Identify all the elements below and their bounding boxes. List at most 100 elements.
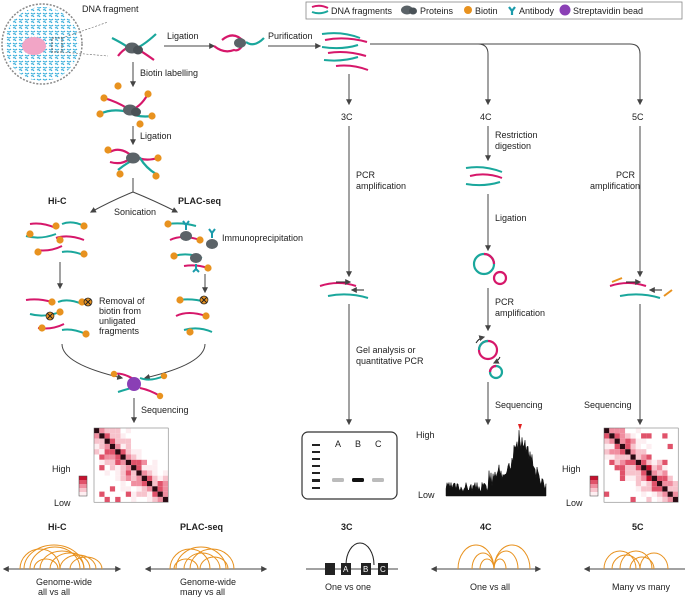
heatmap-cell bbox=[651, 443, 657, 450]
heatmap-cell bbox=[94, 486, 100, 492]
heatmap-cell bbox=[625, 443, 631, 450]
heatmap-cell bbox=[99, 465, 105, 471]
heatmap-cell bbox=[104, 428, 110, 434]
digested-fragments bbox=[465, 166, 503, 187]
heatmap-cell bbox=[651, 428, 657, 434]
heatmap-cell bbox=[152, 496, 158, 503]
heatmap-cell bbox=[641, 438, 647, 444]
pcr-4c-line2: amplification bbox=[495, 308, 545, 318]
heatmap-cell bbox=[662, 443, 668, 450]
heatmap-cell bbox=[104, 475, 110, 481]
heatmap-cell bbox=[672, 438, 679, 444]
heatmap-cell bbox=[120, 449, 126, 455]
heatmap-cell bbox=[646, 465, 652, 471]
bottom-hic-desc2: all vs all bbox=[38, 587, 70, 597]
heatmap-cell bbox=[667, 496, 673, 503]
bottom-hic-arcs bbox=[2, 544, 122, 572]
heatmap-cell bbox=[609, 459, 615, 466]
hic-label: Hi-C bbox=[48, 196, 67, 206]
heatmap-cell bbox=[646, 459, 652, 466]
heatmap-cell bbox=[630, 470, 636, 476]
heatmap-cell bbox=[147, 491, 153, 497]
heatmap-cell bbox=[635, 496, 642, 503]
heatmap-cell bbox=[609, 475, 615, 481]
heatmap-cell bbox=[630, 443, 636, 450]
pcr-5c-line1: PCR bbox=[616, 170, 636, 180]
heatmap-cell bbox=[157, 438, 163, 444]
heatmap-cell bbox=[125, 433, 132, 439]
heatmap-cell bbox=[635, 465, 642, 471]
heatmap-cell bbox=[672, 459, 679, 466]
heatmap-cell bbox=[147, 481, 153, 487]
circular-fragments bbox=[472, 252, 508, 286]
heatmap-cell bbox=[136, 481, 142, 487]
ligated-fragment bbox=[213, 34, 265, 53]
heatmap-cell bbox=[662, 459, 668, 466]
heatmap-cell bbox=[614, 481, 620, 487]
bottom-3c-box-c: C bbox=[380, 565, 386, 574]
heatmap-cell bbox=[157, 443, 163, 450]
heatmap-cell bbox=[641, 491, 647, 497]
heatmap-cell bbox=[672, 475, 679, 481]
heatmap-cell bbox=[630, 475, 636, 481]
c4-high-label: High bbox=[416, 430, 435, 440]
heatmap-cell bbox=[672, 443, 679, 450]
removal-line-3: unligated bbox=[99, 316, 136, 326]
heatmap-cell bbox=[162, 465, 169, 471]
heatmap-cell bbox=[141, 438, 147, 444]
heatmap-cell bbox=[99, 496, 105, 503]
heatmap-cell bbox=[651, 491, 657, 497]
heatmap-cell bbox=[115, 443, 121, 450]
heatmap-cell bbox=[94, 470, 100, 476]
heatmap-scale-right bbox=[589, 475, 599, 497]
heatmap-cell bbox=[162, 491, 169, 497]
heatmap-cell bbox=[115, 481, 121, 487]
heatmap-cell bbox=[136, 496, 142, 503]
heatmap-cell bbox=[619, 491, 626, 497]
pcr-3c-line2: amplification bbox=[356, 181, 406, 191]
heatmap-cell bbox=[662, 454, 668, 460]
heatmap-cell bbox=[136, 475, 142, 481]
heatmap-cell bbox=[104, 454, 110, 460]
heatmap-cell bbox=[672, 491, 679, 497]
heatmap-cell bbox=[157, 486, 163, 492]
heatmap-high-label: High bbox=[52, 464, 71, 474]
heatmap-cell bbox=[657, 438, 663, 444]
c5-label: 5C bbox=[632, 112, 644, 122]
heatmap-cell bbox=[125, 454, 132, 460]
heatmap-cell bbox=[162, 449, 169, 455]
heatmap-cell bbox=[630, 486, 636, 492]
nucleus-illustration bbox=[1, 3, 109, 85]
heatmap-cell bbox=[657, 428, 663, 434]
bottom-hic-desc1: Genome-wide bbox=[36, 577, 92, 587]
heatmap-cell bbox=[131, 496, 137, 503]
heatmap-cell bbox=[109, 459, 116, 466]
c4-signal-plot bbox=[445, 424, 547, 497]
heatmap-cell bbox=[120, 486, 126, 492]
bottom-3c-desc: One vs one bbox=[325, 582, 371, 592]
heatmap-cell bbox=[635, 438, 642, 444]
heatmap-cell bbox=[635, 443, 642, 450]
heatmap-cell bbox=[157, 459, 163, 466]
heatmap-cell bbox=[641, 454, 647, 460]
heatmap-cell bbox=[141, 428, 147, 434]
heatmap-cell bbox=[619, 449, 626, 455]
heatmap-cell bbox=[120, 438, 126, 444]
heatmap-cell bbox=[147, 475, 153, 481]
heatmap-cell bbox=[635, 481, 642, 487]
pcr-3c-line1: PCR bbox=[356, 170, 376, 180]
heatmap-cell bbox=[625, 433, 631, 439]
heatmap-cell bbox=[162, 428, 169, 434]
ligation-top-label: Ligation bbox=[167, 31, 199, 41]
heatmap-cell bbox=[646, 443, 652, 450]
heatmap-cell bbox=[614, 486, 620, 492]
heatmap-cell bbox=[120, 496, 126, 503]
heatmap-cell bbox=[99, 449, 105, 455]
heatmap-cell bbox=[141, 481, 147, 487]
heatmap-cell bbox=[147, 438, 153, 444]
heatmap-cell bbox=[99, 433, 105, 439]
heatmap-cell bbox=[672, 481, 679, 487]
heatmap-cell bbox=[157, 465, 163, 471]
heatmap-cell bbox=[109, 454, 116, 460]
heatmap-cell bbox=[635, 449, 642, 455]
